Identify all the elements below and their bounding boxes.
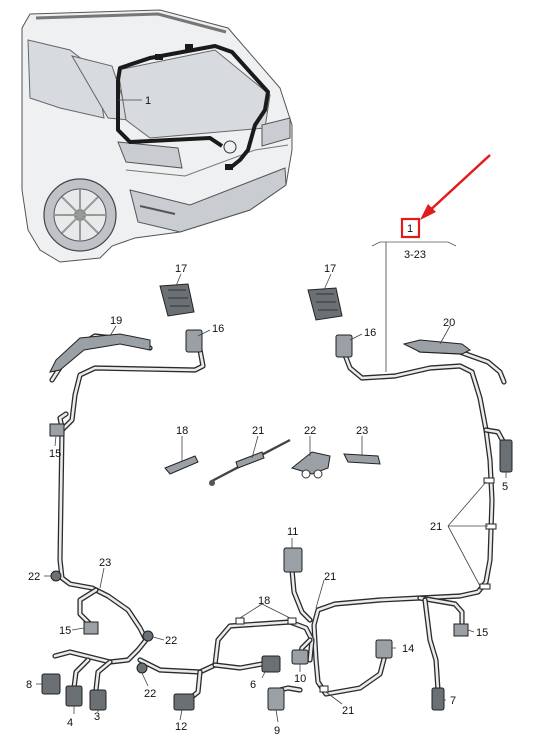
callout-21-right: 21 [430,521,442,533]
callout-10: 10 [294,673,306,685]
highlight-group: 1 3-23 [371,154,491,372]
part-5 [499,439,513,473]
part-12 [173,693,195,711]
callout-22-center: 22 [165,635,177,647]
part-21-tie-d [319,685,329,693]
highlight-box [400,217,421,239]
part-22-c [136,662,148,674]
parts [41,283,513,711]
callout-19: 19 [110,315,122,327]
callout-16-left: 16 [212,323,224,335]
callout-6: 6 [250,679,256,691]
vehicle-illustration: 1 [21,9,293,263]
part-4 [65,685,83,707]
highlight-label: 1 [407,223,413,235]
callout-7: 7 [450,695,456,707]
callout-15-lower-left: 15 [59,625,71,637]
callout-15-right: 15 [476,627,488,639]
part-19 [49,333,151,373]
callout-labels: 17 19 16 17 16 20 18 21 22 23 15 5 21 11… [26,263,508,737]
callout-11: 11 [287,526,298,538]
part-21-tie-c [479,583,491,590]
part-10 [291,649,309,665]
part-9 [267,687,285,711]
part-16-left [185,329,203,353]
callout-18-harness: 18 [258,595,270,607]
callout-17-right: 17 [324,263,336,275]
callout-8: 8 [26,679,32,691]
part-17-left [159,283,195,317]
callout-18-loose: 18 [176,425,188,437]
callout-21-center: 21 [324,571,336,583]
callout-21-bottom: 21 [342,705,354,717]
part-7 [431,687,445,711]
part-15-left-upper [49,423,65,437]
part-16-right [335,334,353,358]
reference-number: 3-23 [404,249,426,261]
part-18-tie-a [235,617,245,625]
callout-15-upper-left: 15 [49,448,61,460]
part-6 [261,655,281,673]
callout-21-loose: 21 [252,425,264,437]
part-21-tie-b [485,523,497,530]
part-22-loose [290,451,331,475]
callout-12: 12 [175,721,187,733]
part-18-tie-b [287,617,297,625]
part-14 [375,639,393,659]
part-21-loose [235,451,265,469]
callout-22-left: 22 [28,571,40,583]
callout-9: 9 [274,725,280,737]
part-22-a [50,570,62,582]
callout-5: 5 [502,481,508,493]
red-arrow-icon [420,204,436,220]
part-15-right [453,623,469,637]
car-callout-1: 1 [145,95,151,107]
callout-14: 14 [402,643,414,655]
part-11 [283,547,303,573]
callout-3: 3 [94,711,100,723]
part-20 [402,339,471,355]
callout-20: 20 [443,317,455,329]
callout-4: 4 [67,717,73,729]
callout-16-right: 16 [364,327,376,339]
part-17-right [307,287,343,321]
part-15-left-lower [83,621,99,635]
callout-23-harness: 23 [99,557,111,569]
callout-17-left: 17 [175,263,187,275]
part-22-b [142,630,154,642]
part-23-loose [343,453,381,465]
callout-23-loose: 23 [356,425,368,437]
part-8 [41,673,61,695]
callout-22-loose: 22 [304,425,316,437]
callout-22-bottom: 22 [144,688,156,700]
part-3 [89,689,107,711]
leader-lines [36,273,507,723]
part-21-tie-a [483,477,495,484]
part-18-loose [164,455,199,475]
main-harness [49,333,508,705]
